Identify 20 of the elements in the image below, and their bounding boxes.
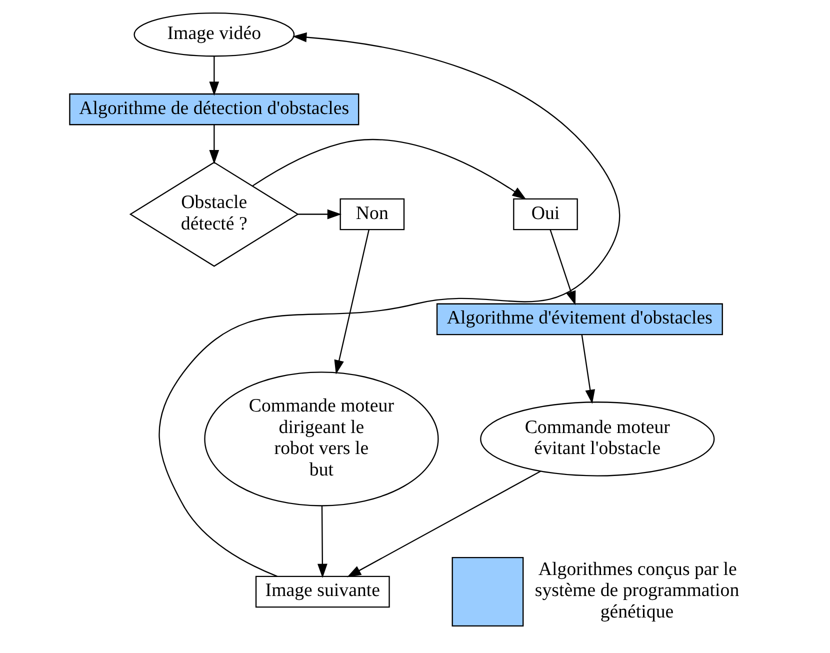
arrow xyxy=(334,230,369,374)
arrow xyxy=(316,506,327,578)
arrow xyxy=(252,139,526,200)
arrow xyxy=(549,230,576,306)
arrow xyxy=(298,209,342,220)
node-box: Algorithme de détection d'obstacles xyxy=(68,93,359,126)
node-box: Non xyxy=(339,198,404,230)
node-box: Algorithme d'évitement d'obstacles xyxy=(436,303,722,336)
arrow xyxy=(580,334,595,404)
arrow xyxy=(208,56,219,96)
node-box: Oui xyxy=(512,198,578,230)
node-box: Image suivante xyxy=(254,576,390,608)
node-diamond: Obstacle détecté ? xyxy=(128,162,298,267)
node-ellipse: Commande moteur évitant l'obstacle xyxy=(480,402,714,476)
arrow xyxy=(208,124,219,164)
legend-label: Algorithmes conçus par le système de programmation génétique xyxy=(534,559,739,622)
arrow xyxy=(158,32,620,577)
node-ellipse: Image vidéo xyxy=(133,12,294,57)
node-ellipse: Commande moteur dirigeant le robot vers le but xyxy=(204,372,438,506)
arrow xyxy=(346,470,541,578)
